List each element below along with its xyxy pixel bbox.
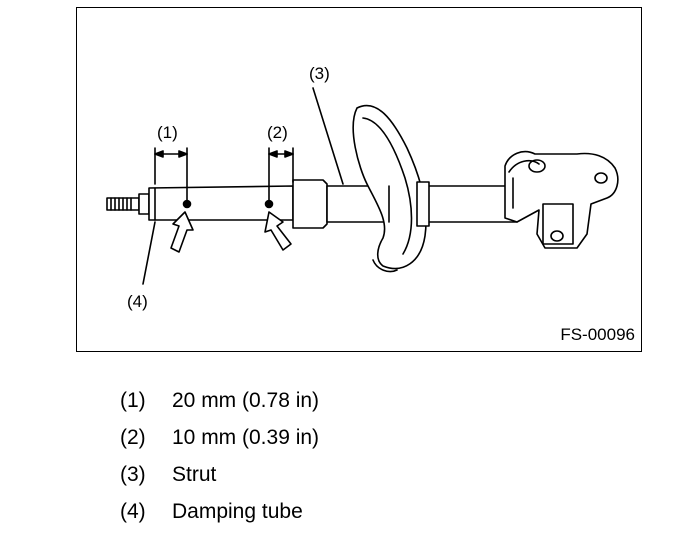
strut-figure: (1) (2) (3) (4) FS-00096 — [76, 7, 642, 352]
tube-collar — [292, 179, 328, 229]
dimension-2 — [268, 147, 294, 201]
legend-number: (2) — [120, 425, 146, 449]
legend-item: (2) 10 mm (0.39 in) — [120, 419, 319, 456]
figure-code: FS-00096 — [560, 325, 635, 344]
leader-3 — [312, 87, 344, 185]
legend-item: (1) 20 mm (0.78 in) — [120, 382, 319, 419]
legend-text: 20 mm (0.78 in) — [172, 388, 320, 412]
legend-text: 10 mm (0.39 in) — [172, 425, 320, 449]
piston-rod — [106, 193, 150, 215]
callout-3: (3) — [309, 64, 330, 83]
legend-text: Strut — [172, 462, 217, 486]
seat-collar — [416, 181, 430, 227]
legend-item: (3) Strut — [120, 456, 319, 493]
legend-number: (3) — [120, 462, 146, 486]
legend-text: Damping tube — [172, 499, 303, 523]
measure-point-1 — [182, 199, 192, 209]
dimension-1 — [154, 147, 188, 201]
legend-item: (4) Damping tube — [120, 493, 319, 530]
arrow-1 — [170, 211, 194, 253]
leader-4 — [142, 221, 156, 285]
arrow-2 — [264, 211, 292, 251]
spring-seat — [352, 104, 427, 273]
callout-4: (4) — [127, 292, 148, 311]
knuckle-bracket — [504, 150, 619, 249]
legend: (1) 20 mm (0.78 in) (2) 10 mm (0.39 in) … — [120, 382, 319, 530]
measure-point-2 — [264, 199, 274, 209]
legend-number: (4) — [120, 499, 146, 523]
callout-2: (2) — [267, 123, 288, 142]
callout-1: (1) — [157, 123, 178, 142]
strut-drawing — [106, 87, 619, 285]
legend-number: (1) — [120, 388, 146, 412]
